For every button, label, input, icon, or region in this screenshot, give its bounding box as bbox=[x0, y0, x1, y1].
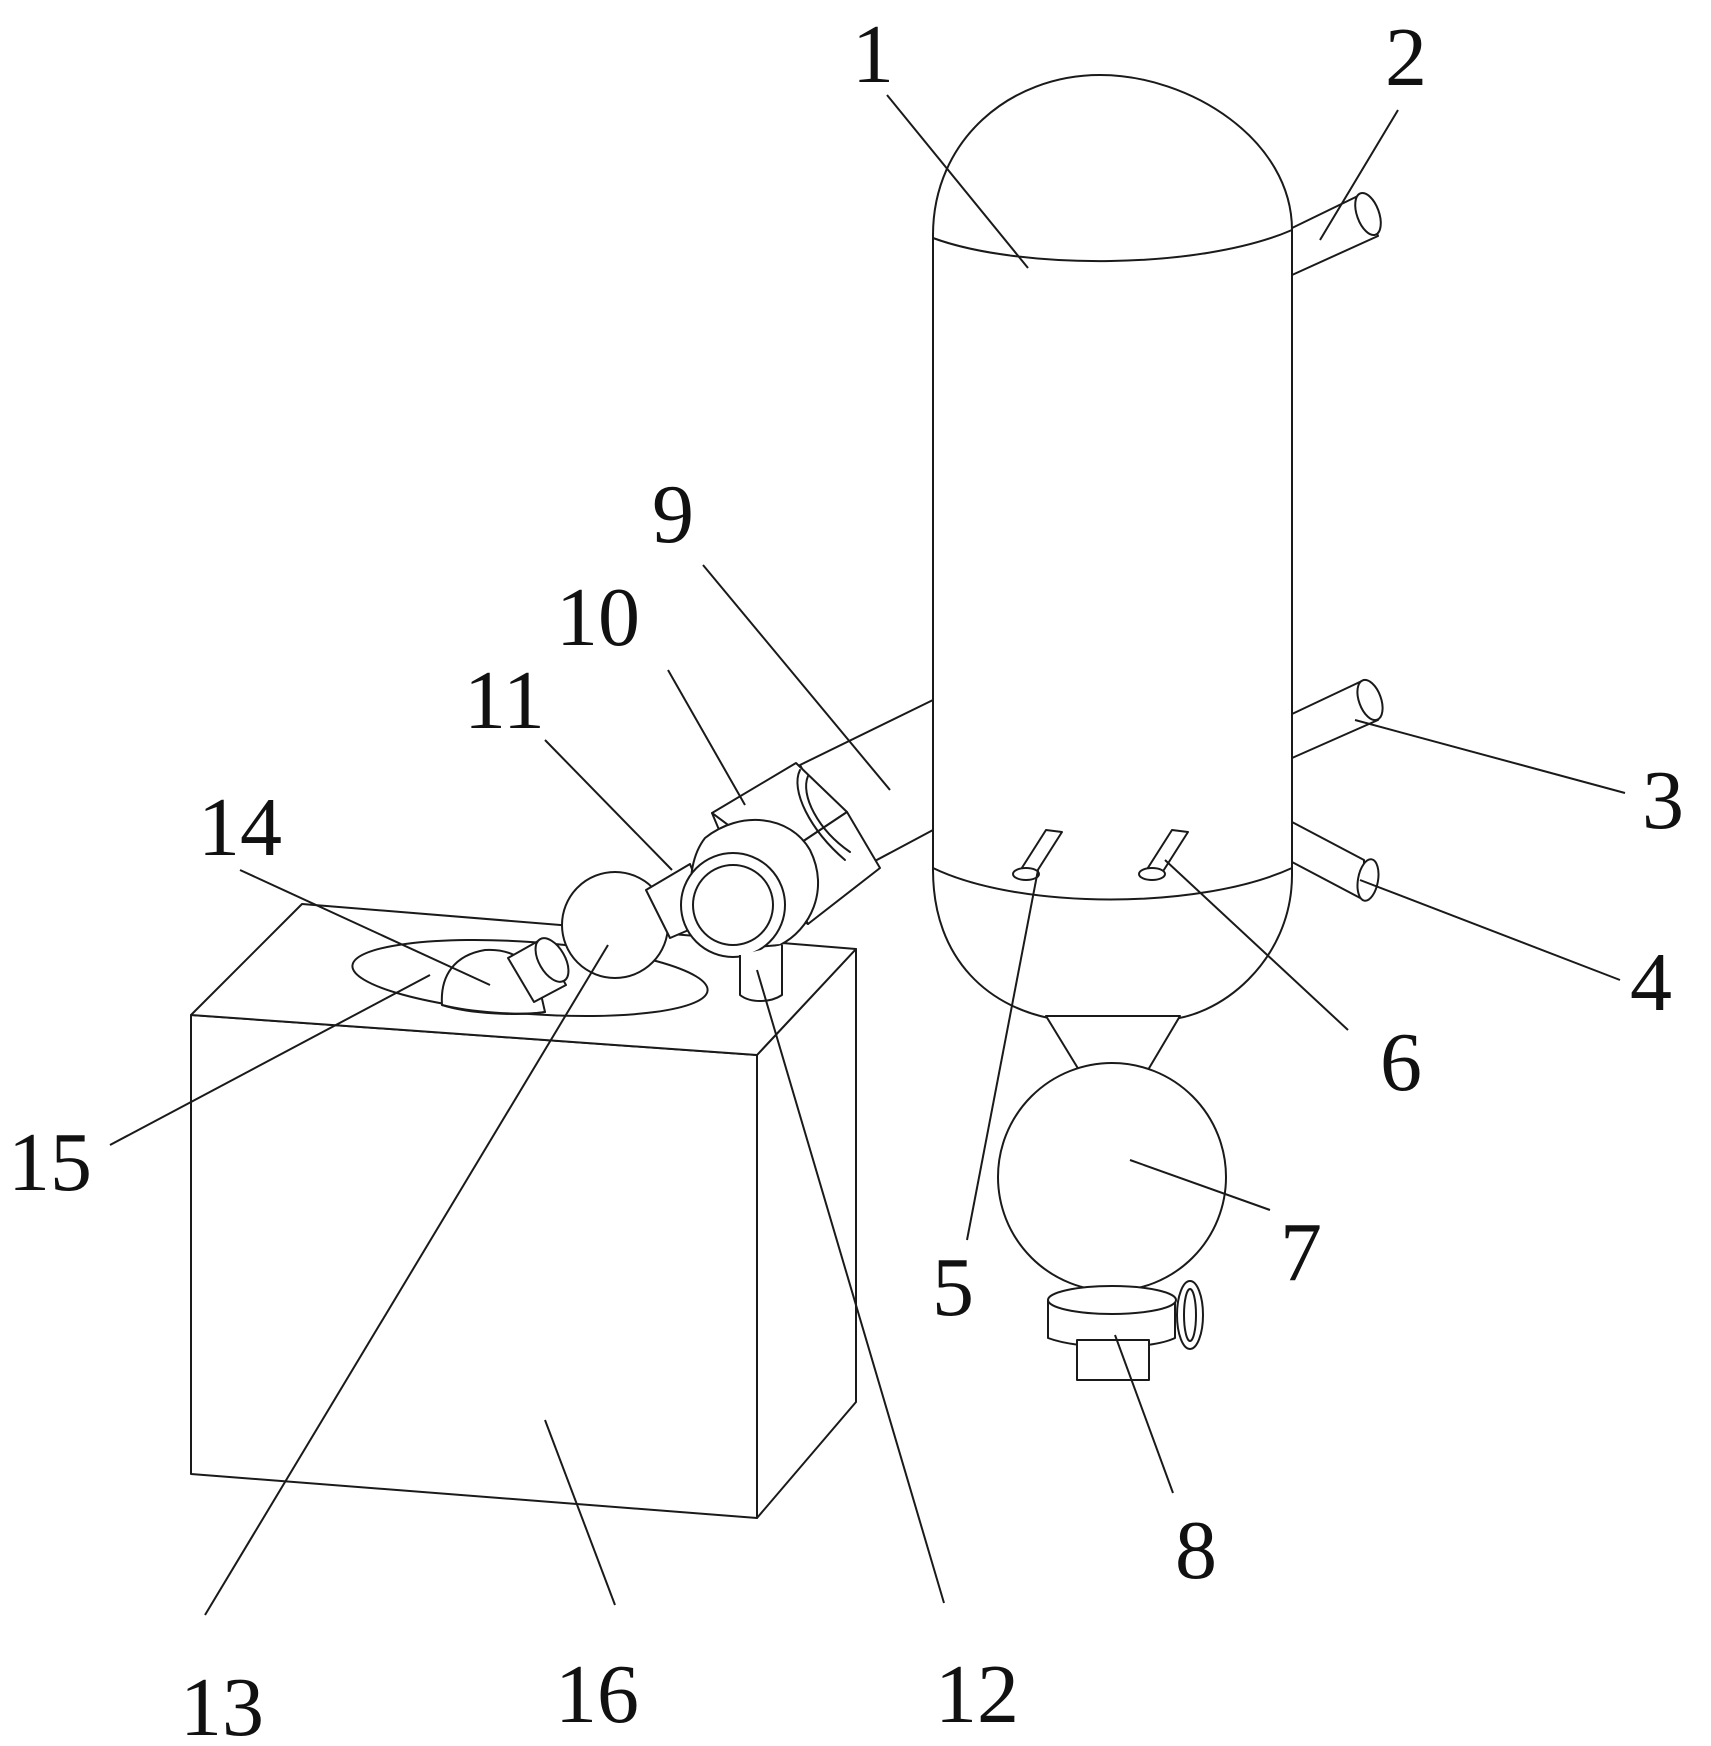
nozzle-2-mouth bbox=[1354, 191, 1382, 237]
sphere-7 bbox=[997, 1062, 1227, 1292]
leader-5 bbox=[966, 869, 1039, 1241]
main-vessel bbox=[932, 74, 1293, 1076]
label-5: 5 bbox=[932, 1241, 974, 1334]
leader-9 bbox=[702, 564, 891, 791]
label-15: 15 bbox=[8, 1116, 92, 1209]
leader-10 bbox=[667, 669, 746, 806]
nozzle-3 bbox=[1291, 678, 1384, 759]
valve-outlet bbox=[1076, 1339, 1150, 1381]
label-4: 4 bbox=[1630, 936, 1672, 1029]
valve-top bbox=[1047, 1285, 1177, 1315]
label-1: 1 bbox=[852, 8, 894, 101]
hopper-pipe-end bbox=[534, 937, 570, 983]
label-6: 6 bbox=[1380, 1016, 1422, 1109]
leader-6 bbox=[1164, 859, 1349, 1031]
nozzle-2 bbox=[1291, 191, 1382, 276]
leader-12 bbox=[756, 969, 945, 1604]
label-14: 14 bbox=[198, 781, 282, 874]
leader-14 bbox=[239, 869, 491, 986]
label-11: 11 bbox=[464, 654, 545, 747]
leader-8 bbox=[1114, 1334, 1174, 1494]
leader-lines bbox=[109, 94, 1626, 1616]
label-12: 12 bbox=[935, 1648, 1019, 1741]
label-3: 3 bbox=[1642, 754, 1684, 847]
tank-front-face bbox=[190, 1014, 758, 1519]
label-13: 13 bbox=[180, 1661, 264, 1746]
valve-8 bbox=[1047, 1280, 1204, 1381]
nozzle-4 bbox=[1291, 821, 1380, 902]
valve-handwheel-hub bbox=[1183, 1288, 1197, 1342]
port-6-mouth bbox=[1138, 867, 1166, 881]
vessel-top-seam bbox=[932, 229, 1293, 263]
hopper-pipe bbox=[507, 939, 567, 1003]
leader-4 bbox=[1359, 879, 1621, 981]
vessel-bottom-seam bbox=[932, 867, 1293, 901]
nozzle-4-mouth bbox=[1356, 858, 1380, 902]
pump-ring-inner bbox=[692, 864, 774, 946]
leader-7 bbox=[1129, 1159, 1271, 1211]
flange-ring-inner bbox=[805, 775, 851, 853]
leader-2 bbox=[1319, 109, 1399, 241]
nozzle-4-body bbox=[1291, 821, 1365, 901]
label-9: 9 bbox=[652, 468, 694, 561]
leader-13 bbox=[204, 944, 609, 1616]
label-2: 2 bbox=[1385, 11, 1427, 104]
flange-ring-outer bbox=[796, 769, 846, 861]
label-7: 7 bbox=[1280, 1206, 1322, 1299]
pump-foot bbox=[739, 945, 783, 1002]
valve-handwheel bbox=[1176, 1280, 1204, 1350]
label-16: 16 bbox=[555, 1648, 639, 1741]
port-5-mouth bbox=[1012, 867, 1040, 881]
leader-11 bbox=[544, 739, 673, 871]
leader-16 bbox=[544, 1419, 616, 1606]
pump-assembly bbox=[680, 699, 934, 1002]
reference-numerals: 1 2 3 4 5 6 7 8 9 10 11 12 13 14 15 16 bbox=[8, 8, 1684, 1746]
feed-hopper-rim bbox=[441, 1004, 546, 1015]
label-10: 10 bbox=[556, 571, 640, 664]
leader-3 bbox=[1354, 719, 1626, 794]
leader-15 bbox=[109, 974, 431, 1146]
leader-1 bbox=[886, 94, 1029, 269]
label-8: 8 bbox=[1175, 1504, 1217, 1597]
nozzle-3-mouth bbox=[1356, 678, 1384, 722]
